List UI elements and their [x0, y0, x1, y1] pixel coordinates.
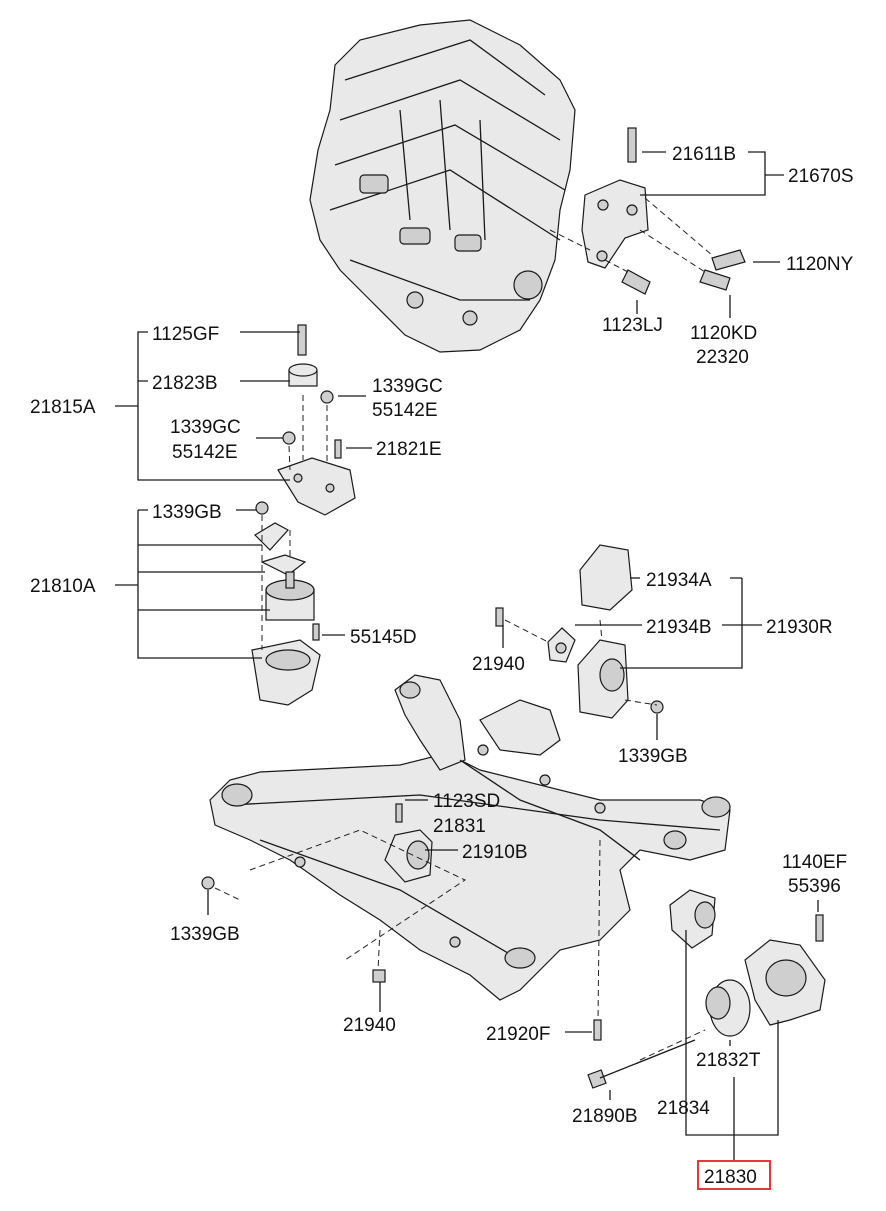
label-21823b: 21823B	[152, 373, 218, 394]
label-1120ny: 1120NY	[786, 254, 854, 275]
label-21834: 21834	[657, 1098, 710, 1119]
label-1339gc-a: 1339GC	[372, 376, 443, 397]
label-1339gb-a: 1339GB	[152, 502, 222, 523]
part-labels: 21611B 21670S 1120NY 1123LJ 1120KD 22320…	[30, 144, 854, 1190]
highlight-box-21830	[697, 1160, 771, 1190]
label-1120kd: 1120KD	[690, 323, 757, 344]
subframe	[209, 674, 731, 1001]
label-1125gf: 1125GF	[152, 324, 219, 345]
label-21910b: 21910B	[462, 842, 528, 863]
label-21611b: 21611B	[672, 144, 736, 165]
mount-21830	[587, 839, 826, 1089]
label-21934a: 21934A	[646, 570, 712, 591]
label-1123sd: 1123SD	[433, 791, 500, 812]
label-55396: 55396	[788, 876, 841, 897]
label-55142e-a: 55142E	[372, 400, 438, 421]
label-21930r: 21930R	[766, 617, 833, 638]
mount-21810a	[251, 501, 321, 706]
label-21940-b: 21940	[343, 1015, 396, 1036]
label-21890b: 21890B	[572, 1106, 638, 1127]
label-1140ef: 1140EF	[782, 852, 847, 873]
engine-block	[309, 19, 576, 353]
label-21940-a: 21940	[472, 654, 525, 675]
label-1123lj: 1123LJ	[602, 315, 663, 336]
mount-21930r	[495, 544, 664, 719]
label-21815a: 21815A	[30, 397, 96, 418]
label-22320: 22320	[696, 347, 749, 368]
label-55142e-b: 55142E	[172, 442, 238, 463]
label-21830[interactable]: 21830	[704, 1167, 757, 1188]
mount-21815a	[277, 324, 356, 516]
label-21831: 21831	[433, 816, 486, 837]
label-1339gc-b: 1339GC	[170, 417, 241, 438]
engine-bracket-21670s	[549, 127, 746, 295]
label-21832t: 21832T	[696, 1050, 761, 1071]
label-21670s: 21670S	[788, 166, 854, 187]
label-55145d: 55145D	[350, 627, 417, 648]
leader-lines	[115, 151, 819, 1160]
label-21810a: 21810A	[30, 576, 96, 597]
label-1339gb-c: 1339GB	[170, 924, 240, 945]
label-21821e: 21821E	[376, 439, 442, 460]
label-21934b: 21934B	[646, 617, 712, 638]
label-1339gb-b: 1339GB	[618, 746, 688, 767]
mount-21910b	[201, 803, 467, 983]
label-21920f: 21920F	[486, 1024, 550, 1045]
